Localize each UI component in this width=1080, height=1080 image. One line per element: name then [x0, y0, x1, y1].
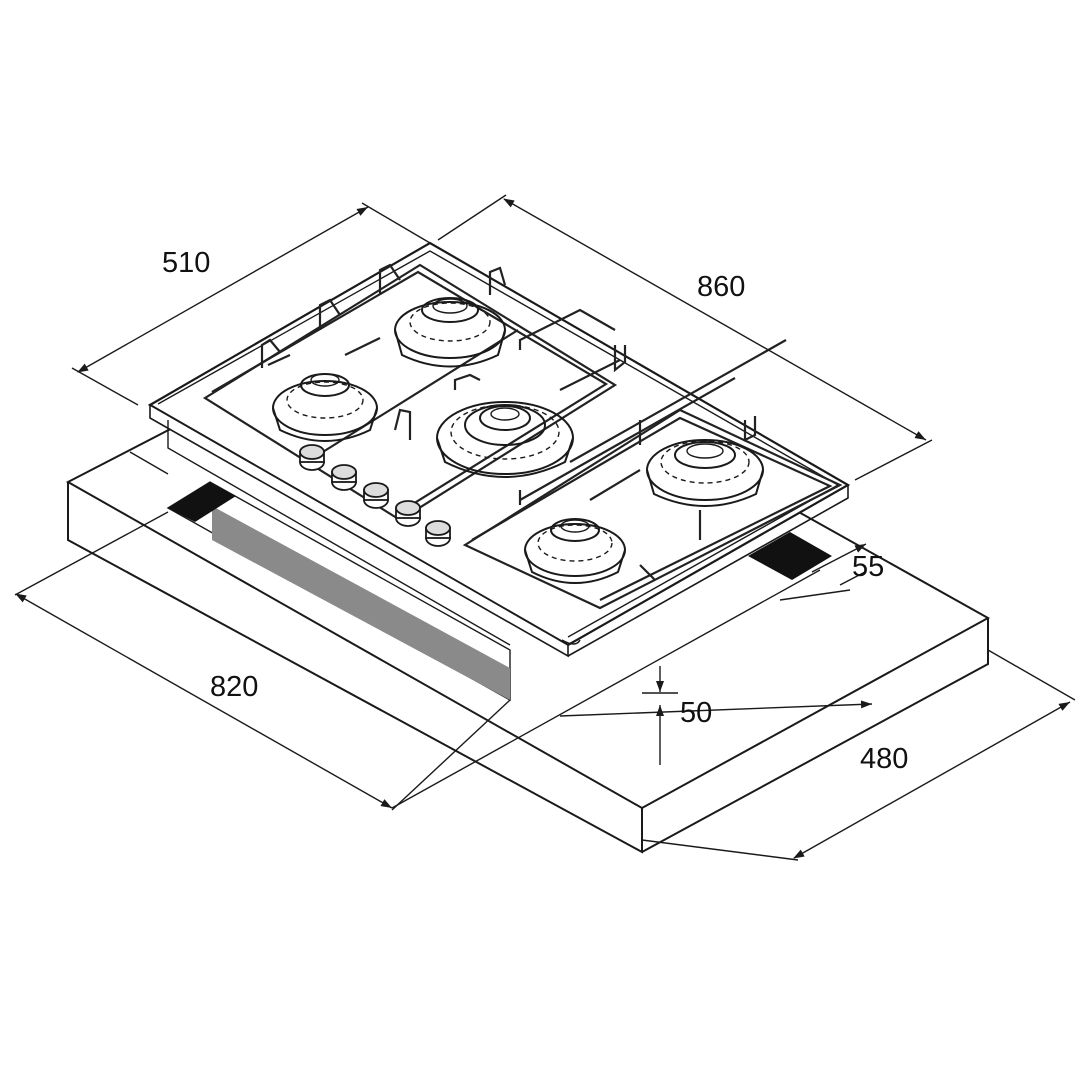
- dimension-510: 510: [71, 202, 431, 406]
- control-knob-icon: [363, 482, 389, 509]
- dimension-820: 820: [14, 511, 821, 811]
- control-knob-icon: [425, 520, 451, 547]
- dimension-480: 480: [559, 649, 1076, 861]
- dimension-label-860: 860: [697, 271, 745, 303]
- cutout-right-dark: [748, 532, 832, 580]
- dimension-label-480: 480: [860, 743, 908, 775]
- control-knob-icon: [331, 464, 357, 491]
- dimension-55: 55: [779, 543, 884, 601]
- burner-rear-left: [394, 297, 506, 368]
- control-knob-icon: [299, 444, 325, 471]
- burner-front-left: [272, 373, 378, 442]
- burner-front-right: [524, 518, 626, 584]
- dimension-50: 50: [642, 666, 712, 765]
- cutout-left-dark: [168, 482, 236, 522]
- control-knob-icon: [395, 500, 421, 527]
- dimension-label-50: 50: [680, 697, 712, 729]
- control-knobs: [299, 444, 451, 547]
- dimension-label-55: 55: [852, 551, 884, 583]
- dimension-860: 860: [437, 194, 933, 481]
- dimension-label-820: 820: [210, 671, 258, 703]
- dimension-label-510: 510: [162, 247, 210, 279]
- burner-rear-right: [646, 439, 764, 507]
